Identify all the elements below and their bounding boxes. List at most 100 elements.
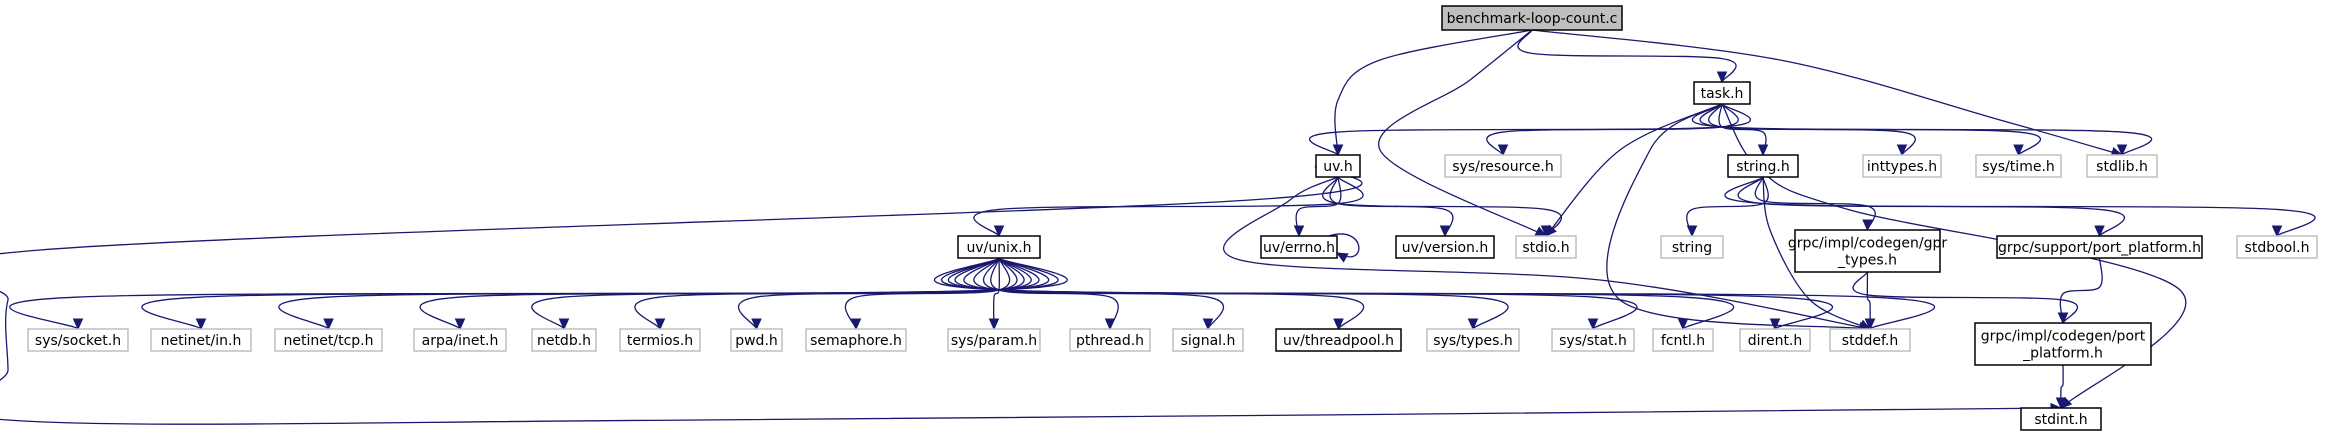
node-uv-unix-h[interactable]: uv/unix.h	[957, 235, 1041, 259]
node-box	[1660, 235, 1724, 259]
node-grpc-port-platform[interactable]: grpc/impl/codegen/port_platform.h	[1974, 322, 2152, 366]
node-label: netinet/in.h	[161, 333, 242, 349]
edge-line	[933, 257, 1936, 330]
node-string-h[interactable]: string.h	[1727, 154, 1799, 178]
edge-arrowhead	[195, 318, 207, 331]
edge-arrowhead	[2116, 144, 2128, 157]
node-uv-version-h[interactable]: uv/version.h	[1395, 235, 1495, 259]
node-task-h[interactable]: task.h	[1693, 81, 1751, 105]
edge-line	[0, 165, 2062, 425]
node-box	[27, 328, 129, 352]
edge-arrowhead	[1293, 225, 1305, 238]
edge-line	[2059, 257, 2103, 324]
edge-line	[738, 257, 1018, 330]
edge-arrowhead	[1587, 318, 1599, 331]
edge-line	[1334, 29, 1533, 156]
edge-arrowhead	[1439, 225, 1451, 238]
node-label: sys/param.h	[951, 333, 1037, 349]
node-box	[1727, 154, 1799, 178]
edge-line	[1545, 103, 1723, 237]
node-box	[947, 328, 1041, 352]
node-uv-errno-h[interactable]: uv/errno.h	[1260, 235, 1338, 259]
edge-line	[1295, 176, 1342, 237]
node-label: sys/resource.h	[1452, 159, 1553, 175]
node-label: task.h	[1701, 86, 1744, 102]
node-semaphore-h: semaphore.h	[805, 328, 907, 352]
node-box	[1794, 229, 1941, 273]
node-box	[1426, 328, 1520, 352]
edge-arrowhead	[1104, 318, 1116, 331]
node-sys-param-h: sys/param.h	[947, 328, 1041, 352]
node-label: uv/errno.h	[1263, 240, 1335, 256]
node-label: grpc/impl/codegen/port	[1981, 329, 2146, 345]
node-sys-resource-h: sys/resource.h	[1444, 154, 1562, 178]
node-label: uv.h	[1323, 159, 1352, 175]
edge-arrowhead	[988, 318, 1000, 331]
edge-line	[844, 257, 1011, 330]
edge-uv_unix_h-to-semaphore_h	[844, 257, 1011, 331]
edge-grpc_support_port-to-grpc_port_platform	[2057, 257, 2103, 325]
edge-arrowhead	[1677, 318, 1689, 331]
node-box	[1172, 328, 1244, 352]
node-box	[1551, 328, 1635, 352]
node-box	[1862, 154, 1942, 178]
edge-string_h-to-grpc_gpr_types	[1754, 176, 1876, 232]
node-box	[1829, 328, 1911, 352]
node-stdlib-h: stdlib.h	[2086, 154, 2158, 178]
node-netinet-in-h: netinet/in.h	[150, 328, 252, 352]
edge-arrowhead	[1467, 318, 1479, 331]
node-label: netdb.h	[537, 333, 591, 349]
node-box	[1069, 328, 1151, 352]
node-box	[531, 328, 597, 352]
edge-benchmark-to-stdio_h	[1377, 29, 1548, 237]
node-stdint-h[interactable]: stdint.h	[2020, 407, 2102, 431]
node-box	[1974, 322, 2152, 366]
node-label: arpa/inet.h	[422, 333, 499, 349]
node-label: sys/socket.h	[35, 333, 121, 349]
edge-line	[1754, 176, 1876, 231]
node-benchmark[interactable]: benchmark-loop-count.c	[1441, 5, 1623, 31]
edge-line	[1222, 176, 1871, 330]
node-label: benchmark-loop-count.c	[1447, 11, 1618, 27]
edge-arrowhead	[1864, 318, 1876, 331]
node-label: grpc/impl/codegen/gpr	[1788, 236, 1948, 252]
node-label: _platform.h	[2022, 346, 2103, 362]
edge-arrowhead	[751, 318, 762, 331]
edge-benchmark-to-stdlib_h	[1531, 29, 2124, 158]
node-box	[1739, 328, 1811, 352]
edge-arrowhead	[323, 318, 334, 331]
node-sys-stat-h: sys/stat.h	[1551, 328, 1635, 352]
edge-arrowhead	[1497, 144, 1509, 157]
node-label: stdint.h	[2034, 412, 2087, 428]
node-box	[1996, 235, 2203, 259]
edge-arrowhead	[654, 318, 666, 331]
node-arpa-inet-h: arpa/inet.h	[413, 328, 507, 352]
node-label: uv/version.h	[1402, 240, 1488, 256]
node-grpc-support-port[interactable]: grpc/support/port_platform.h	[1996, 235, 2203, 259]
edge-task_h-to-stdlib_h	[1691, 103, 2153, 157]
node-uv-threadpool-h[interactable]: uv/threadpool.h	[1275, 328, 1402, 352]
edge-line	[1531, 29, 2123, 156]
node-signal-h: signal.h	[1172, 328, 1244, 352]
node-box	[957, 235, 1041, 259]
node-label: string	[1672, 240, 1712, 256]
node-uv-h[interactable]: uv.h	[1315, 154, 1361, 178]
edge-string_h-to-string_sys	[1686, 176, 1769, 238]
node-label: stdbool.h	[2245, 240, 2310, 256]
node-netinet-tcp-h: netinet/tcp.h	[274, 328, 383, 352]
edge-arrowhead	[2094, 225, 2105, 238]
node-box	[1275, 328, 1402, 352]
edge-arrowhead	[1862, 219, 1873, 232]
node-box	[1260, 235, 1338, 259]
node-sys-socket-h: sys/socket.h	[27, 328, 129, 352]
node-label: inttypes.h	[1867, 159, 1937, 175]
edge-arrowhead	[558, 318, 570, 331]
node-label: dirent.h	[1748, 333, 1803, 349]
node-label: stdio.h	[1522, 240, 1569, 256]
node-grpc-gpr-types[interactable]: grpc/impl/codegen/gpr_types.h	[1788, 229, 1948, 273]
edge-line	[1762, 176, 1871, 330]
edge-arrowhead	[1332, 144, 1344, 157]
edge-task_h-to-sys_resource_h	[1486, 103, 1739, 157]
node-sys-time-h: sys/time.h	[1975, 154, 2062, 178]
edge-uv_h-to-uv_unix_h	[973, 176, 1364, 238]
